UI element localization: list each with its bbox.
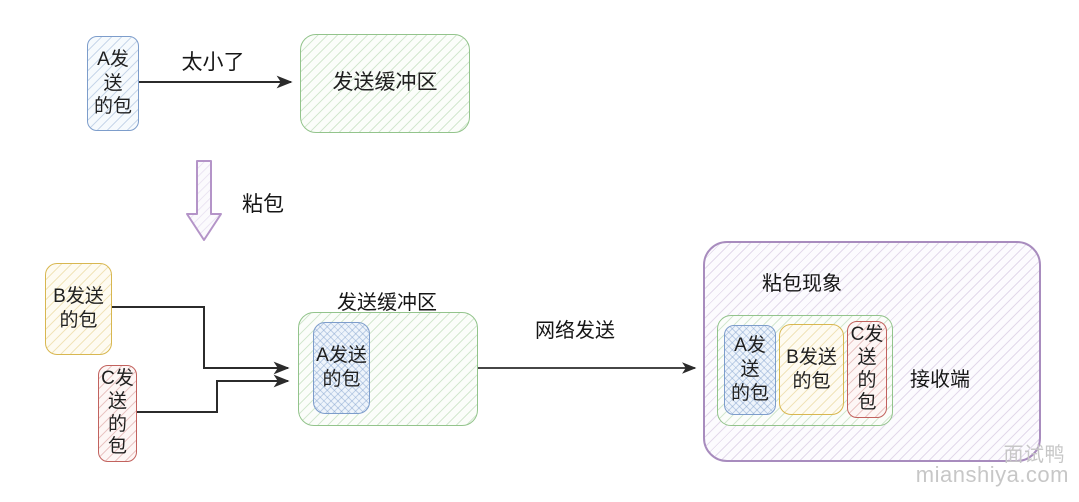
send-buffer-title: 发送缓冲区 (337, 292, 437, 314)
packet-b-node: B发送 的包 (45, 263, 112, 355)
send-buffer-bottom-node: A发送 的包 (298, 312, 478, 426)
receiver-node: 粘包现象 A发送 的包 B发送 的包 C发 送 的 包 接收端 (703, 241, 1041, 462)
watermark-site: mianshiya.com (915, 462, 1069, 487)
merged-packets-group: A发送 的包 B发送 的包 C发 送 的 包 (717, 315, 893, 426)
received-packet-b-node: B发送 的包 (779, 324, 844, 415)
buffered-packet-a-node: A发送 的包 (313, 322, 370, 414)
sticky-phenomenon-title: 粘包现象 (762, 273, 842, 295)
network-send-label: 网络发送 (535, 320, 615, 342)
sticky-packet-label: 粘包 (242, 193, 284, 216)
packet-a-node: A发送 的包 (87, 36, 139, 131)
too-small-label: 太小了 (181, 51, 245, 74)
down-arrow-icon (186, 160, 222, 241)
packet-c-node: C发 送 的 包 (98, 365, 137, 462)
send-buffer-top-node: 发送缓冲区 (300, 34, 470, 133)
watermark-brand: 面试鸭 (1003, 444, 1065, 466)
receiver-endpoint-label: 接收端 (910, 369, 970, 391)
received-packet-c-node: C发 送 的 包 (847, 321, 887, 418)
arrow-b-to-buffer (112, 306, 290, 375)
arrow-c-to-buffer (137, 374, 290, 413)
received-packet-a-node: A发送 的包 (724, 325, 776, 415)
